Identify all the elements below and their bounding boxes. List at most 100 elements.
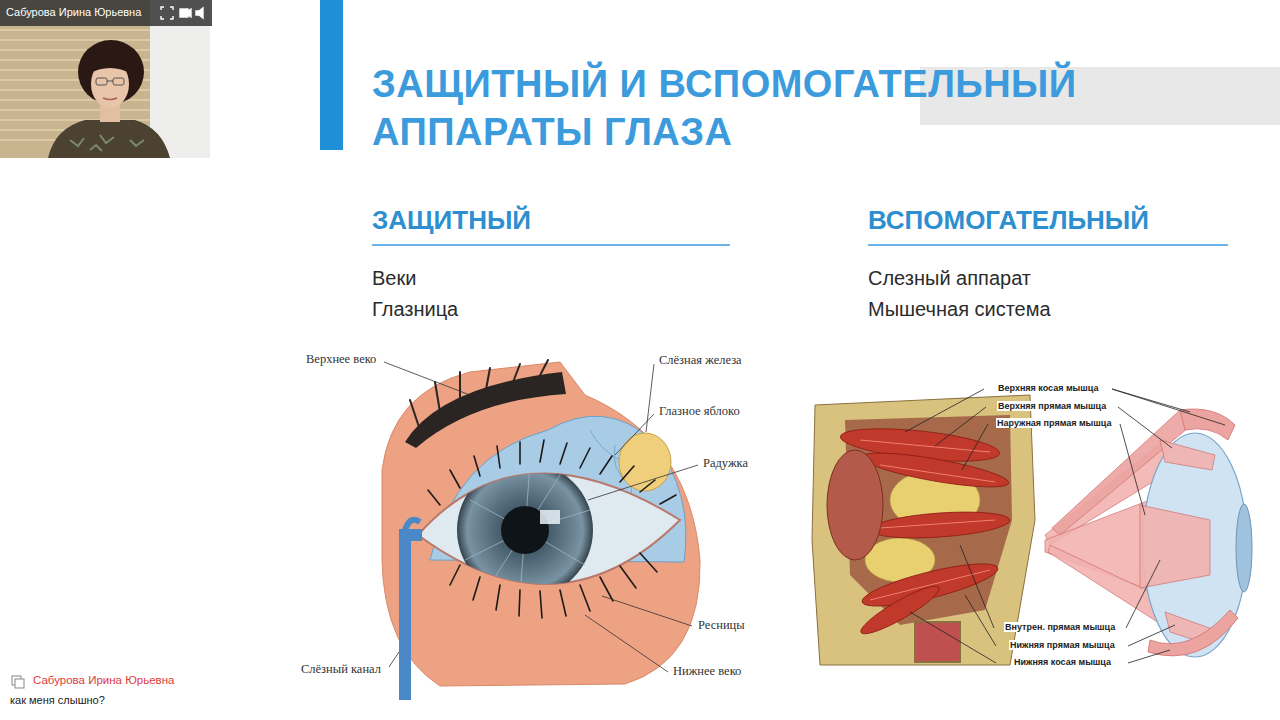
eye-muscle-illustration — [1148, 610, 1238, 656]
chat-message: как меня слышно? — [10, 694, 105, 707]
leader-line — [585, 615, 668, 672]
eye-illustration — [459, 372, 461, 402]
slide-decor — [372, 244, 730, 246]
eye-illustration — [382, 360, 700, 700]
eye-illustration — [600, 456, 612, 474]
webcam-control-icon — [161, 7, 173, 19]
leader-line — [1128, 625, 1175, 646]
part-label: Слёзный канал — [300, 662, 382, 676]
orbit-illustration — [880, 465, 995, 482]
slide-decor — [868, 244, 1228, 246]
eye-illustration — [410, 400, 420, 430]
eye-illustration — [473, 577, 480, 600]
orbit-illustration — [859, 555, 1001, 614]
eye-illustration — [382, 362, 700, 686]
leader-line — [384, 362, 470, 395]
part-label: Ресницы — [697, 618, 746, 632]
orbit-illustration — [812, 395, 1035, 665]
orbit-illustration — [812, 395, 1035, 665]
eye-illustration — [410, 360, 548, 430]
muscle-label: Нижняя прямая мышца — [1009, 640, 1116, 650]
muscle-label: Наружная прямая мышца — [996, 418, 1112, 428]
leader-line — [905, 389, 1225, 663]
orbit-illustration — [860, 440, 990, 452]
leader-line — [910, 612, 996, 663]
webcam-picture — [0, 109, 150, 111]
leader-line — [965, 595, 996, 646]
webcam-picture — [0, 39, 150, 41]
leader-line — [1118, 407, 1172, 448]
eye-illustration — [435, 382, 440, 412]
part-label: Радужка — [702, 456, 749, 470]
eye-illustration — [540, 510, 560, 524]
part-label: Глазное яблоко — [658, 404, 741, 418]
eye-illustration — [535, 360, 548, 385]
webcam-picture — [48, 120, 170, 158]
eye-illustration — [474, 456, 480, 476]
muscle-label: Верхняя прямая мышца — [997, 401, 1107, 411]
leader-line — [615, 414, 654, 455]
eye-illustration — [519, 590, 520, 616]
eye-illustration — [510, 364, 520, 390]
eye-illustration — [405, 372, 566, 448]
eye-illustration — [640, 480, 655, 492]
eye-illustration — [405, 535, 422, 700]
webcam-picture — [103, 98, 117, 100]
eye-muscle-illustration — [1236, 504, 1252, 592]
eye-illustration — [580, 585, 590, 611]
slide-decor — [320, 0, 1280, 245]
webcam-picture — [113, 78, 124, 85]
webcam-picture — [0, 29, 150, 31]
eye-illustration — [540, 440, 544, 462]
eye-illustration — [450, 470, 460, 488]
section-heading: ВСПОМОГАТЕЛЬНЫЙ — [868, 206, 1149, 236]
eye-illustration — [620, 566, 636, 588]
webcam-control-icon — [196, 8, 203, 18]
part-label: Нижнее веко — [672, 664, 742, 678]
webcam-picture — [107, 81, 113, 82]
eye-illustration — [619, 433, 671, 491]
eye-illustration — [580, 448, 590, 468]
eye-illustration — [660, 495, 676, 504]
muscle-label: Внутрен. прямая мышца — [1004, 622, 1116, 632]
eye-illustration — [620, 466, 634, 482]
muscle-label: Верхняя косая мышца — [997, 383, 1099, 393]
leader-line — [588, 465, 698, 500]
webcam-picture — [96, 78, 107, 85]
eye-illustration — [540, 591, 542, 618]
list-item: Слезный аппарат — [868, 267, 1031, 290]
webcam-picture — [70, 135, 144, 151]
eye-illustration — [560, 590, 566, 616]
eye-illustration — [519, 442, 521, 464]
leader-line — [1126, 560, 1160, 628]
list-item: Веки — [372, 267, 416, 290]
eye-muscle-illustration — [1160, 440, 1215, 470]
orbit-illustration — [827, 450, 883, 560]
leader-line — [1120, 424, 1145, 515]
eye-illustration — [457, 462, 593, 598]
orbit-illustration — [869, 508, 1010, 542]
webcam-picture — [88, 59, 132, 74]
leader-line — [1112, 389, 1225, 425]
leader-line — [962, 424, 988, 470]
muscle-label: Нижняя косая мышца — [1013, 657, 1112, 667]
leader-line — [646, 364, 654, 432]
eye-illustration — [465, 465, 590, 595]
video-title-bar: Сабурова Ирина Юрьевна — [0, 0, 212, 26]
eye-illustration — [496, 585, 500, 610]
eye-illustration — [457, 462, 593, 598]
leader-line — [960, 545, 994, 628]
eye-illustration — [590, 430, 620, 460]
eye-illustration — [405, 520, 420, 530]
eye-illustration — [485, 368, 490, 395]
webcam-control-icon — [161, 7, 203, 19]
list-item: Мышечная система — [868, 298, 1051, 321]
eye-illustration — [428, 440, 676, 618]
slide-title: ЗАЩИТНЫЙ И ВСПОМОГАТЕЛЬНЫЙ АППАРАТЫ ГЛАЗ… — [372, 60, 1172, 156]
leader-line — [1128, 650, 1170, 663]
eye-illustration — [560, 443, 567, 464]
leader-line — [905, 389, 984, 432]
